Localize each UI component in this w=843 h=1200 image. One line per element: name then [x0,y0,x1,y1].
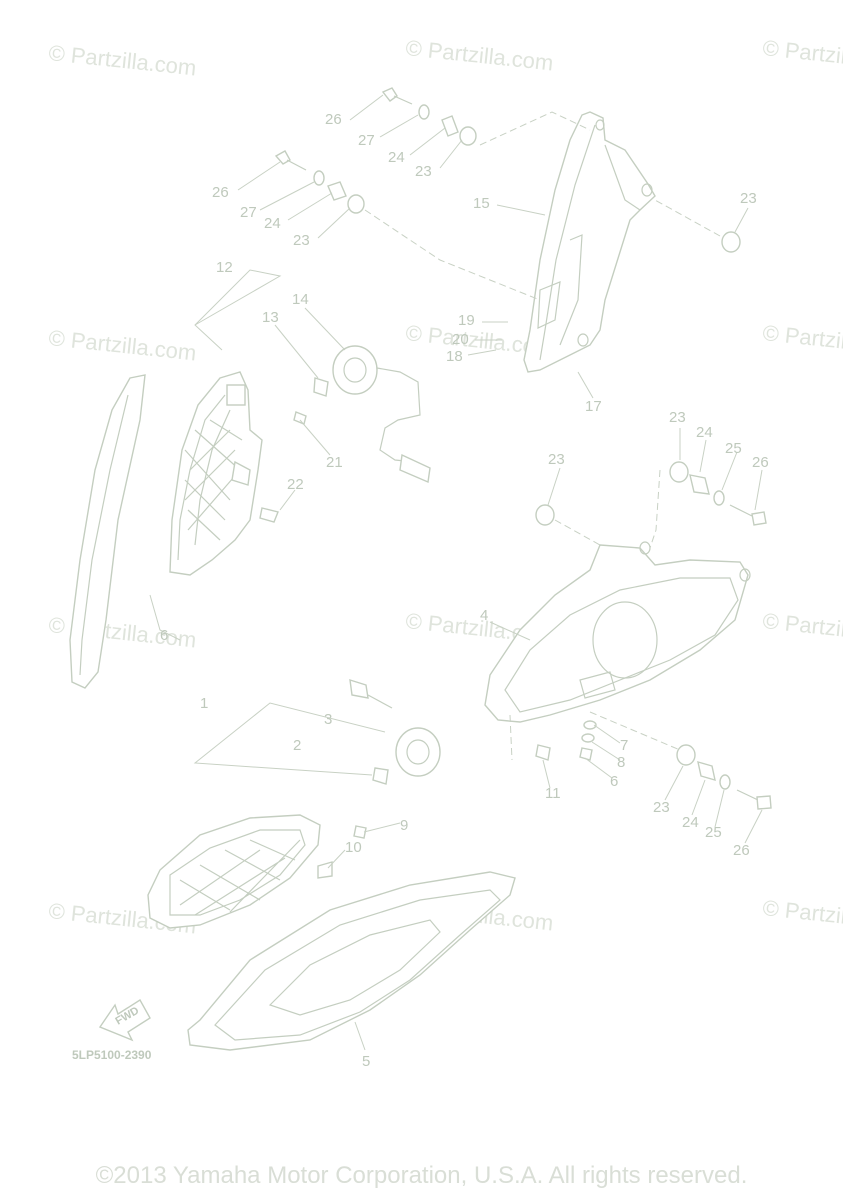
lower-light-assembly [147,594,516,1051]
callout-23: 23 [669,409,686,426]
watermark: © Partzilla.com [47,40,197,80]
callout-4: 4 [480,607,488,624]
hardware-top [274,87,741,301]
callout-21: 22 [287,476,304,493]
callout-2: 2 [293,737,301,754]
callout-1: 1 [200,695,208,712]
callout-5: 5 [362,1053,370,1070]
callout-20: 21 [326,454,343,471]
bracket-15 [523,111,656,373]
callout-13: 13 [262,309,279,326]
callout-6: 6 [160,627,168,644]
callout-25: 25 [725,440,742,457]
callout-12: 12 [216,259,233,276]
callout-numbers: 26 27 24 23 26 27 24 23 23 15 12 13 14 1… [160,111,769,1070]
callout-15: 15 [473,195,490,212]
diagram-code: 5LP5100-2390 [72,1048,152,1062]
callout-24: 24 [682,814,699,831]
callout-26: 26 [733,842,750,859]
callout-24: 24 [696,424,713,441]
callout-23: 23 [548,451,565,468]
fwd-arrow: FWD [98,999,151,1042]
callout-26: 26 [752,454,769,471]
left-light-assembly [69,269,431,689]
callout-8: 8 [617,754,625,771]
callout-6: 6 [610,773,618,790]
callout-23: 23 [740,190,757,207]
callout-24: 24 [264,215,281,232]
callout-26: 26 [325,111,342,128]
callout-18: 19 [458,312,475,329]
callout-19: 20 [452,331,469,348]
callout-27: 27 [358,132,375,149]
callout-11: 11 [545,785,561,802]
callout-7: 7 [620,737,628,754]
callout-leaders [237,94,763,1051]
watermark: © Partzilla.com [761,320,843,360]
callout-23: 23 [293,232,310,249]
callout-25: 25 [705,824,722,841]
watermark: © Partzilla.com [761,35,843,75]
callout-23: 23 [415,163,432,180]
watermark: © Partzilla.com [47,325,197,365]
callout-26: 26 [212,184,229,201]
watermark: © Partzilla.com [761,608,843,648]
watermark: © Partzilla.com [761,895,843,935]
callout-9: 9 [400,817,408,834]
callout-17: 18 [446,348,463,365]
callout-27: 27 [240,204,257,221]
callout-3: 3 [324,711,332,728]
watermark: © Partzilla.com [404,35,554,75]
callout-22: 17 [585,398,602,415]
callout-24: 24 [388,149,405,166]
callout-10: 10 [345,839,362,856]
lower-housing-4 [484,461,772,810]
callout-14: 14 [292,291,309,308]
copyright-notice: ©2013 Yamaha Motor Corporation, U.S.A. A… [95,1162,748,1189]
callout-23: 23 [653,799,670,816]
